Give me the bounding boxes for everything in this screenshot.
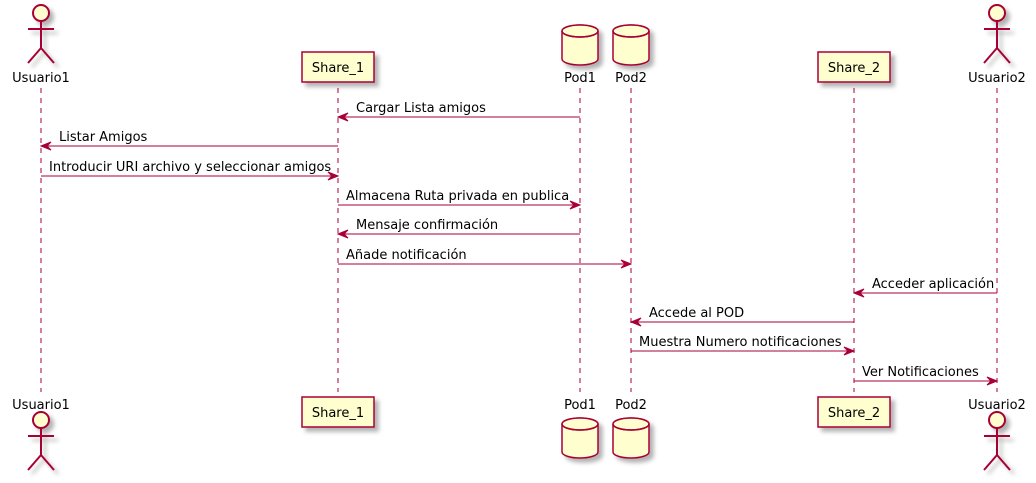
message-5: Mensaje confirmación xyxy=(336,218,580,239)
message-label: Acceder aplicación xyxy=(872,277,994,292)
participant-box xyxy=(817,51,891,83)
message-3: Introducir URI archivo y seleccionar ami… xyxy=(41,160,340,181)
participant-label-bottom: Pod1 xyxy=(564,398,596,413)
database-icon xyxy=(561,24,599,66)
arrowhead-icon xyxy=(629,317,642,327)
arrowhead-icon xyxy=(336,112,349,122)
message-label: Añade notificación xyxy=(346,248,467,263)
participant-share2-top: Share_2 xyxy=(817,51,891,83)
participant-box xyxy=(817,396,891,428)
arrowhead-icon xyxy=(569,200,582,210)
participant-pod1-top: Pod1 xyxy=(561,24,599,86)
participant-usuario1-top: Usuario1 xyxy=(12,4,70,86)
participant-label-bottom: Share_1 xyxy=(312,406,364,421)
participant-pod2-bottom: Pod2 xyxy=(612,398,650,459)
database-icon xyxy=(561,417,599,459)
participant-share2-bottom: Share_2 xyxy=(817,396,891,428)
participant-usuario2-bottom: Usuario2 xyxy=(968,398,1026,471)
message-4: Almacena Ruta privada en publica xyxy=(338,189,582,210)
participant-label-bottom: Share_2 xyxy=(828,406,880,421)
arrowhead-icon xyxy=(986,376,999,386)
participant-share1-bottom: Share_1 xyxy=(301,396,375,428)
message-label: Listar Amigos xyxy=(59,130,148,145)
participant-label-top: Usuario2 xyxy=(968,71,1026,86)
participant-label-top: Share_2 xyxy=(828,61,880,76)
participant-label-top: Usuario1 xyxy=(12,71,70,86)
message-6: Añade notificación xyxy=(338,248,633,269)
arrowhead-icon xyxy=(327,171,340,181)
participant-label-bottom: Usuario2 xyxy=(968,398,1026,413)
message-2: Listar Amigos xyxy=(39,130,338,151)
message-label: Almacena Ruta privada en publica xyxy=(346,189,569,204)
actor-icon xyxy=(27,411,55,471)
message-7: Acceder aplicación xyxy=(852,277,997,298)
participant-box xyxy=(301,396,375,428)
participant-label-bottom: Pod2 xyxy=(615,398,647,413)
arrowhead-icon xyxy=(620,259,633,269)
actor-icon xyxy=(983,411,1011,471)
message-1: Cargar Lista amigos xyxy=(336,101,580,122)
participant-pod1-bottom: Pod1 xyxy=(561,398,599,459)
participant-label-top: Pod2 xyxy=(615,71,647,86)
message-label: Accede al POD xyxy=(649,306,744,321)
database-icon xyxy=(612,417,650,459)
participant-usuario1-bottom: Usuario1 xyxy=(12,398,70,471)
arrowhead-icon xyxy=(39,141,52,151)
participant-usuario2-top: Usuario2 xyxy=(968,4,1026,86)
participant-share1-top: Share_1 xyxy=(301,51,375,83)
database-icon xyxy=(612,24,650,66)
participant-box xyxy=(301,51,375,83)
actor-icon xyxy=(983,4,1011,64)
message-label: Introducir URI archivo y seleccionar ami… xyxy=(49,160,331,175)
message-8: Accede al POD xyxy=(629,306,854,327)
message-label: Muestra Numero notificaciones xyxy=(639,335,842,350)
message-10: Ver Notificaciones xyxy=(854,365,999,386)
actor-icon xyxy=(27,4,55,64)
participant-label-top: Pod1 xyxy=(564,71,596,86)
arrowhead-icon xyxy=(843,346,856,356)
arrowhead-icon xyxy=(336,229,349,239)
participant-pod2-top: Pod2 xyxy=(612,24,650,86)
message-label: Mensaje confirmación xyxy=(356,218,498,233)
arrowhead-icon xyxy=(852,288,865,298)
participant-label-top: Share_1 xyxy=(312,61,364,76)
message-label: Cargar Lista amigos xyxy=(356,101,486,116)
participant-label-bottom: Usuario1 xyxy=(12,398,70,413)
message-9: Muestra Numero notificaciones xyxy=(631,335,856,356)
message-label: Ver Notificaciones xyxy=(862,365,979,380)
